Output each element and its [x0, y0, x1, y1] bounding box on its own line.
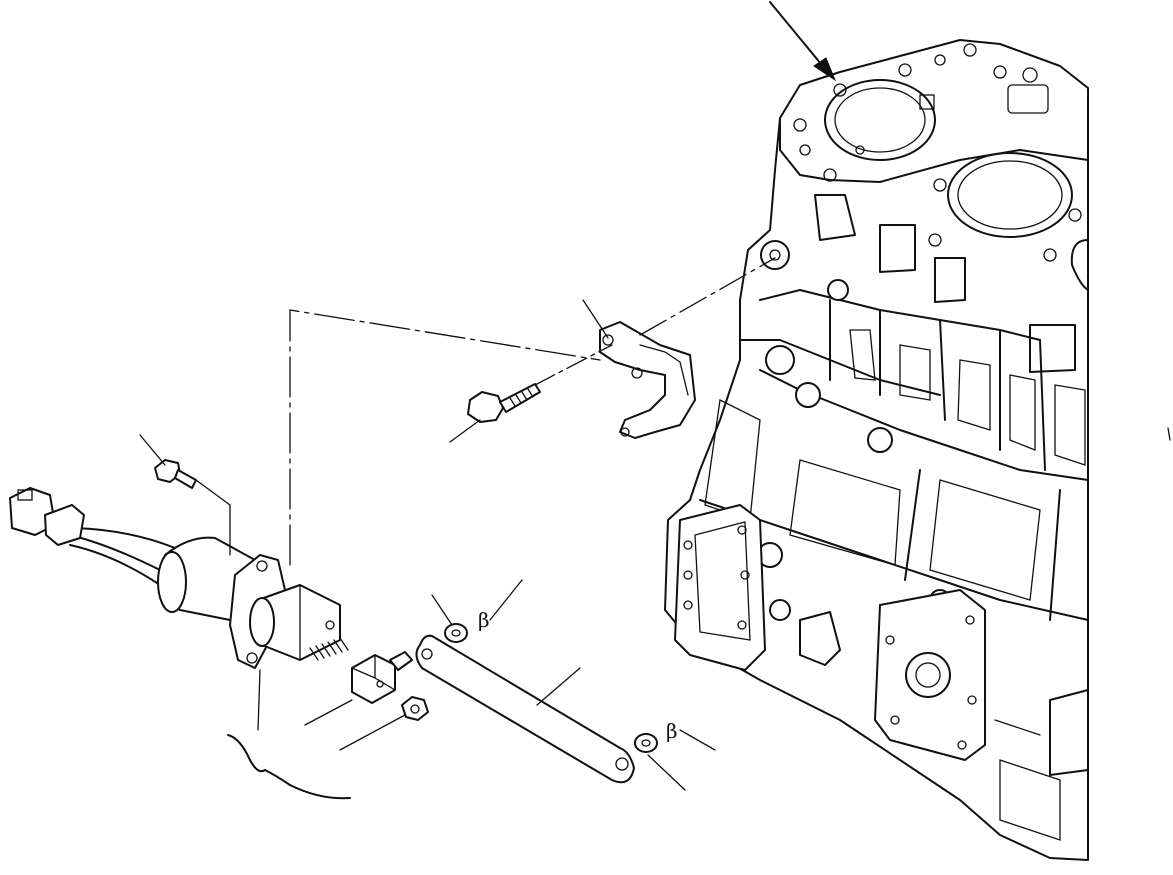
washer-lower — [634, 733, 658, 753]
nut — [401, 696, 429, 721]
mounting-screw — [154, 459, 197, 489]
connector — [9, 487, 85, 546]
rod-end — [351, 651, 413, 704]
cylinder-bore-2 — [947, 152, 1073, 238]
reference-arrow — [769, 1, 837, 82]
cylinder-bore-1 — [824, 79, 936, 161]
link-rod — [415, 634, 635, 784]
engine-block — [664, 39, 1089, 861]
front-housing-right — [874, 589, 986, 761]
stop-solenoid — [69, 527, 349, 669]
washer-lower-label: β — [666, 719, 678, 743]
washer-upper-label: β — [478, 608, 490, 632]
front-housing-left — [674, 504, 766, 671]
leader-lines — [139, 257, 776, 791]
bracket-mount-boss — [760, 240, 790, 270]
bracket — [599, 321, 696, 439]
washer-upper — [444, 623, 468, 643]
assembly-brace — [227, 734, 351, 800]
flange-bolt — [467, 383, 541, 423]
